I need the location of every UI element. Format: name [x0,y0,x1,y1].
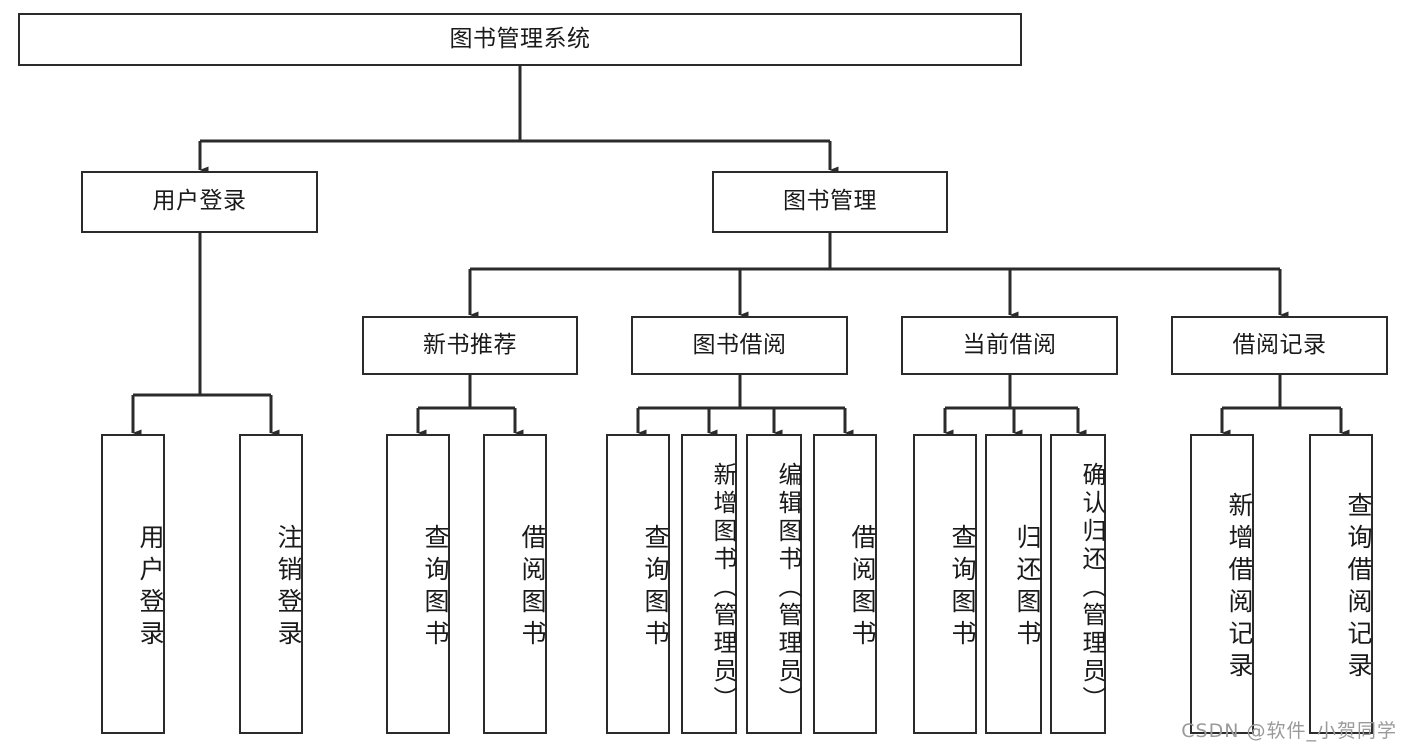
edge-paths [131,66,1350,437]
node-label: 查询图书 [421,524,450,652]
node-n3b[interactable]: 图书借阅 [631,316,848,375]
node-n3d[interactable]: 借阅记录 [1171,316,1388,375]
node-label: 借阅图书 [848,524,877,652]
node-l9[interactable]: 查询图书 [913,434,977,734]
node-label: 新书推荐 [423,331,517,358]
node-l8[interactable]: 借阅图书 [813,434,877,734]
node-root[interactable]: 图书管理系统 [18,13,1022,66]
node-l5[interactable]: 查询图书 [606,434,670,734]
node-l1[interactable]: 用户登录 [101,434,165,734]
node-label: 归还图书 [1013,524,1042,652]
node-label: 当前借阅 [962,331,1057,358]
node-label: 用户登录 [136,524,165,652]
node-n3c[interactable]: 当前借阅 [901,316,1118,375]
node-l7[interactable]: 编辑图书（管理员） [746,434,802,734]
node-label: 查询借阅记录 [1344,492,1373,684]
node-label: 查询图书 [641,524,670,652]
node-l13[interactable]: 查询借阅记录 [1309,434,1373,734]
node-n3a[interactable]: 新书推荐 [362,316,578,375]
node-l10[interactable]: 归还图书 [985,434,1042,734]
node-label: 新增图书（管理员） [709,462,737,714]
node-label: 确认归还（管理员） [1078,462,1106,714]
node-n2a[interactable]: 用户登录 [81,171,318,233]
node-label: 借阅图书 [518,524,547,652]
node-l12[interactable]: 新增借阅记录 [1190,434,1254,734]
node-label: 编辑图书（管理员） [774,462,802,714]
node-label: 查询图书 [948,524,977,652]
csdn-watermark: CSDN @软件_小贺同学 [1181,720,1397,742]
node-label: 新增借阅记录 [1225,492,1254,684]
node-label: 图书管理 [783,188,877,215]
node-label: 图书管理系统 [449,25,591,52]
node-label: 图书借阅 [692,331,787,358]
node-label: 用户登录 [152,188,247,215]
node-l6[interactable]: 新增图书（管理员） [681,434,737,734]
node-l3[interactable]: 查询图书 [386,434,450,734]
node-l11[interactable]: 确认归还（管理员） [1050,434,1106,734]
node-label: 注销登录 [274,524,303,652]
node-l2[interactable]: 注销登录 [239,434,303,734]
node-n2b[interactable]: 图书管理 [712,171,948,233]
node-l4[interactable]: 借阅图书 [483,434,547,734]
node-label: 借阅记录 [1232,331,1327,358]
